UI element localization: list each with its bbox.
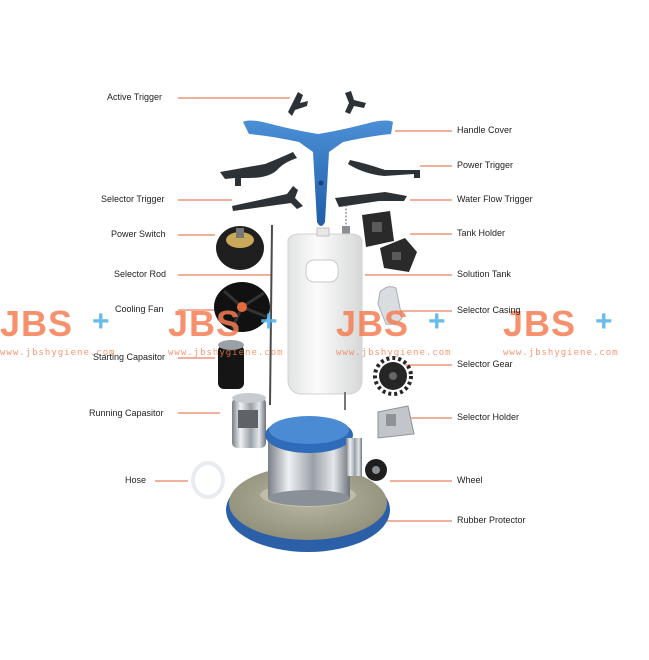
label-selector-casing: Selector Casing xyxy=(457,305,521,315)
handle-cover-part xyxy=(243,120,393,226)
label-wheel: Wheel xyxy=(457,475,483,485)
active-trigger-part xyxy=(288,91,366,116)
label-power-trigger: Power Trigger xyxy=(457,160,514,170)
label-active-trigger: Active Trigger xyxy=(107,92,163,102)
label-running-capasitor: Running Capasitor xyxy=(89,408,164,418)
selector-gear-part xyxy=(373,356,413,396)
label-selector-holder: Selector Holder xyxy=(457,412,520,422)
label-selector-trigger: Selector Trigger xyxy=(101,194,165,204)
leader-lines-right xyxy=(365,130,452,522)
label-starting-capasitor: Starting Capasitor xyxy=(93,352,166,362)
hose-part xyxy=(191,461,225,499)
wheel-part xyxy=(365,459,387,481)
label-selector-rod: Selector Rod xyxy=(114,269,167,279)
label-tank-holder: Tank Holder xyxy=(457,228,506,238)
selector-trigger-part xyxy=(232,186,303,211)
running-capacitor-part xyxy=(232,393,266,448)
label-cooling-fan: Cooling Fan xyxy=(115,304,164,314)
starting-capacitor-part xyxy=(218,340,244,389)
label-power-switch: Power Switch xyxy=(111,229,166,239)
label-rubber-protector: Rubber Protector xyxy=(457,515,526,525)
cooling-fan-part xyxy=(214,282,270,332)
leader-lines-left xyxy=(155,97,290,482)
label-selector-gear: Selector Gear xyxy=(457,359,513,369)
tank-holder-part xyxy=(362,211,417,272)
label-solution-tank: Solution Tank xyxy=(457,269,511,279)
selector-holder-part xyxy=(377,405,415,439)
power-trigger-part xyxy=(220,152,420,186)
label-handle-cover: Handle Cover xyxy=(457,125,513,135)
solution-tank-part xyxy=(287,227,363,410)
power-switch-part xyxy=(216,226,264,270)
motor-housing-part xyxy=(265,416,362,506)
label-water-flow-trigger: Water Flow Trigger xyxy=(457,194,533,204)
selector-casing-part xyxy=(377,286,403,325)
label-hose: Hose xyxy=(125,475,147,485)
water-flow-trigger-part xyxy=(335,192,407,234)
selector-rod-part xyxy=(269,224,273,406)
